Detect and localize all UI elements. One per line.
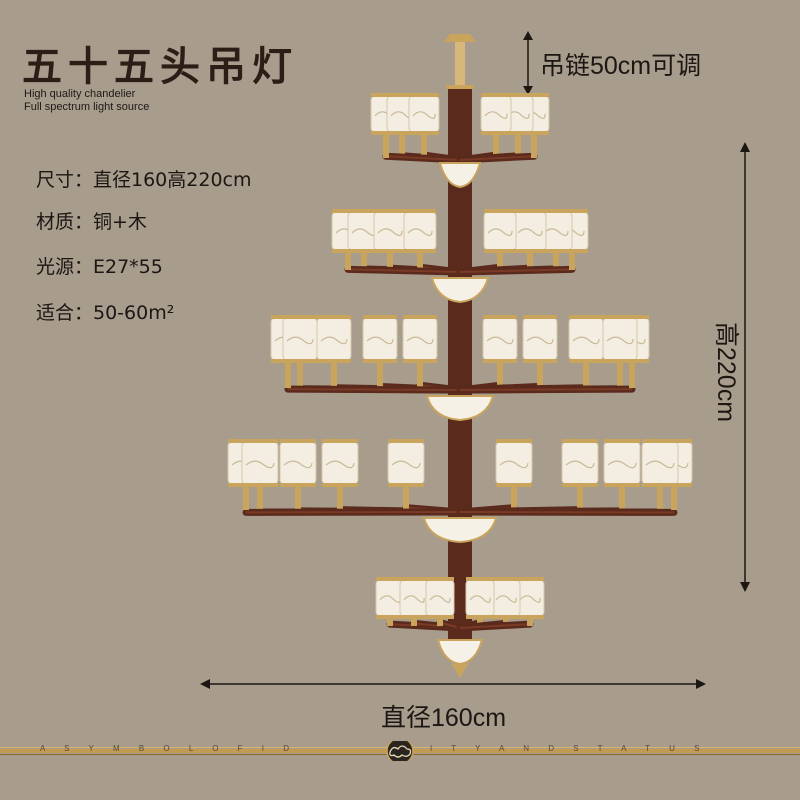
lamp-shade — [316, 317, 352, 361]
chain-arrow-bottom — [523, 86, 533, 95]
bottom-finial — [452, 664, 468, 678]
cloud-emblem-icon — [386, 741, 414, 761]
spec-light-source: 光源：E27*55 — [36, 256, 163, 278]
height-label: 高220cm — [712, 321, 740, 423]
bottom-decor-band — [0, 741, 800, 761]
spec-material: 材质：铜+木 — [36, 211, 147, 233]
glass-bowl — [430, 277, 490, 304]
glass-bowl — [425, 395, 495, 422]
height-arrow-bottom — [740, 582, 750, 592]
lamp-shade — [373, 211, 407, 251]
slogan-left: A S Y M B O L O F I D — [40, 744, 290, 753]
spec-size: 尺寸：直径160高220cm — [36, 169, 252, 191]
glass-bowl — [436, 639, 484, 666]
diameter-label: 直径160cm — [381, 704, 507, 732]
diameter-arrow-left — [200, 679, 210, 689]
spec-area: 适合：50-60m² — [36, 302, 175, 324]
chain-rod — [455, 42, 465, 88]
lamp-shade — [568, 317, 604, 361]
glass-bowl — [438, 162, 482, 189]
chain-arrow-top — [523, 31, 533, 40]
lamp-shade — [483, 211, 517, 251]
height-arrow-top — [740, 142, 750, 152]
lamp-shade — [602, 317, 638, 361]
lamp-shade — [513, 211, 547, 251]
lamp-shade — [402, 317, 438, 361]
chain-length-label: 吊链50cm可调 — [540, 52, 702, 80]
lamp-shade — [403, 211, 437, 251]
lamp-shade — [522, 317, 558, 361]
lamp-shade — [362, 317, 398, 361]
subtitle-line-2: Full spectrum light source — [24, 101, 150, 113]
ceiling-canopy — [444, 34, 476, 42]
glass-bowl — [422, 517, 498, 544]
product-title: 五十五头吊灯 — [22, 43, 298, 90]
lamp-shade — [482, 317, 518, 361]
lamp-shade — [282, 317, 318, 361]
slogan-right: I T Y A N D S T A T U S — [430, 744, 701, 753]
subtitle-line-1: High quality chandelier — [24, 88, 136, 100]
diameter-arrow-right — [696, 679, 706, 689]
